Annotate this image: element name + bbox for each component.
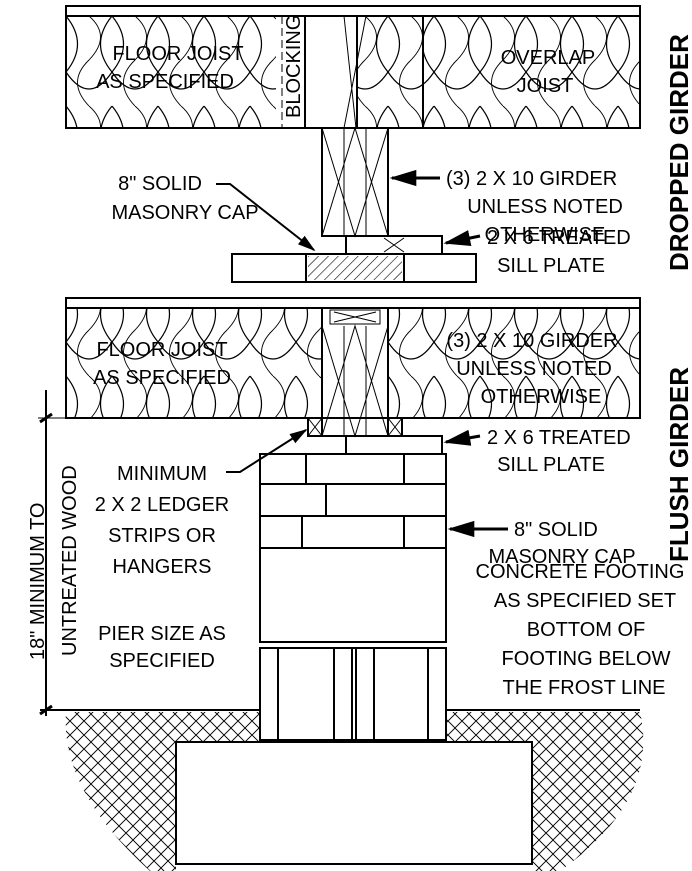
dropped-girder-line3: OTHERWISE xyxy=(485,224,606,246)
concrete-footing xyxy=(175,741,533,865)
ledger-line1: MINIMUM xyxy=(117,463,207,485)
footing-line3: BOTTOM OF xyxy=(527,619,646,641)
blocking xyxy=(304,15,358,129)
insulation-left-flush xyxy=(66,308,322,418)
ledger-line4: HANGERS xyxy=(113,556,212,578)
dropped-girder-section: FLOOR JOIST AS SPECIFIED BLOCKING OVERLA… xyxy=(65,5,692,283)
dropped-masonry-line2: MASONRY CAP xyxy=(111,202,258,224)
flush-sill-line1: 2 X 6 TREATED xyxy=(487,427,631,449)
dropped-floor-joist-line2: AS SPECIFIED xyxy=(96,71,234,93)
subfloor-flush xyxy=(65,297,641,309)
insulation-right-dropped xyxy=(358,16,640,128)
flush-masonry-line2: MASONRY CAP xyxy=(488,546,635,568)
girder-dropped xyxy=(321,127,389,237)
dropped-sill-line2: SILL PLATE xyxy=(497,255,605,277)
earth-left xyxy=(65,712,260,871)
flush-girder-line2: UNLESS NOTED xyxy=(456,358,612,380)
dropped-floor-joist-line1: FLOOR JOIST xyxy=(112,43,243,65)
flush-sill-line2: SILL PLATE xyxy=(497,454,605,476)
overlap-joist-line2: JOIST xyxy=(517,75,574,97)
masonry-cap-flush xyxy=(259,453,447,549)
insulation-left-dropped xyxy=(66,16,276,128)
clearance-line1: 18" MINIMUM TO xyxy=(27,503,49,661)
subfloor-dropped xyxy=(65,5,641,17)
blocking-label: BLOCKING xyxy=(283,15,305,118)
concrete-pier xyxy=(259,547,447,643)
footing-line4: FOOTING BELOW xyxy=(502,648,671,670)
dropped-girder-line2: UNLESS NOTED xyxy=(467,196,623,218)
footing-line5: THE FROST LINE xyxy=(503,677,666,699)
flush-floor-joist-line2: AS SPECIFIED xyxy=(93,367,231,389)
flush-floor-joist-line1: FLOOR JOIST xyxy=(96,339,227,361)
dropped-girder-line1: (3) 2 X 10 GIRDER xyxy=(446,168,617,190)
masonry-cap-dropped xyxy=(231,253,477,283)
flush-girder-title: FLUSH GIRDER xyxy=(664,367,692,562)
pier-size-line2: SPECIFIED xyxy=(109,650,215,672)
sill-plate-flush xyxy=(345,435,443,455)
dropped-sill-line1: 2 X 6 TREATED xyxy=(487,227,631,249)
overlap-joist-line1: OVERLAP xyxy=(501,47,595,69)
clearance-line2: UNTREATED WOOD xyxy=(59,465,81,656)
dropped-masonry-line1: 8" SOLID xyxy=(118,173,202,195)
pier-size-line1: PIER SIZE AS xyxy=(98,623,226,645)
insulation-right-flush xyxy=(388,308,640,418)
flush-girder-line3: OTHERWISE xyxy=(481,386,602,408)
ledger-line2: 2 X 2 LEDGER xyxy=(95,494,230,516)
flush-masonry-line1: 8" SOLID xyxy=(514,519,598,541)
footing-line1: CONCRETE FOOTING xyxy=(476,561,685,583)
dropped-girder-title: DROPPED GIRDER xyxy=(664,34,692,271)
footing-line2: AS SPECIFIED SET xyxy=(494,590,676,612)
earth-right xyxy=(446,712,644,871)
flush-girder-section: FLOOR JOIST AS SPECIFIED (3) 2 X 10 GIRD… xyxy=(27,297,692,871)
flush-girder-line1: (3) 2 X 10 GIRDER xyxy=(446,330,617,352)
ledger-line3: STRIPS OR xyxy=(108,525,216,547)
